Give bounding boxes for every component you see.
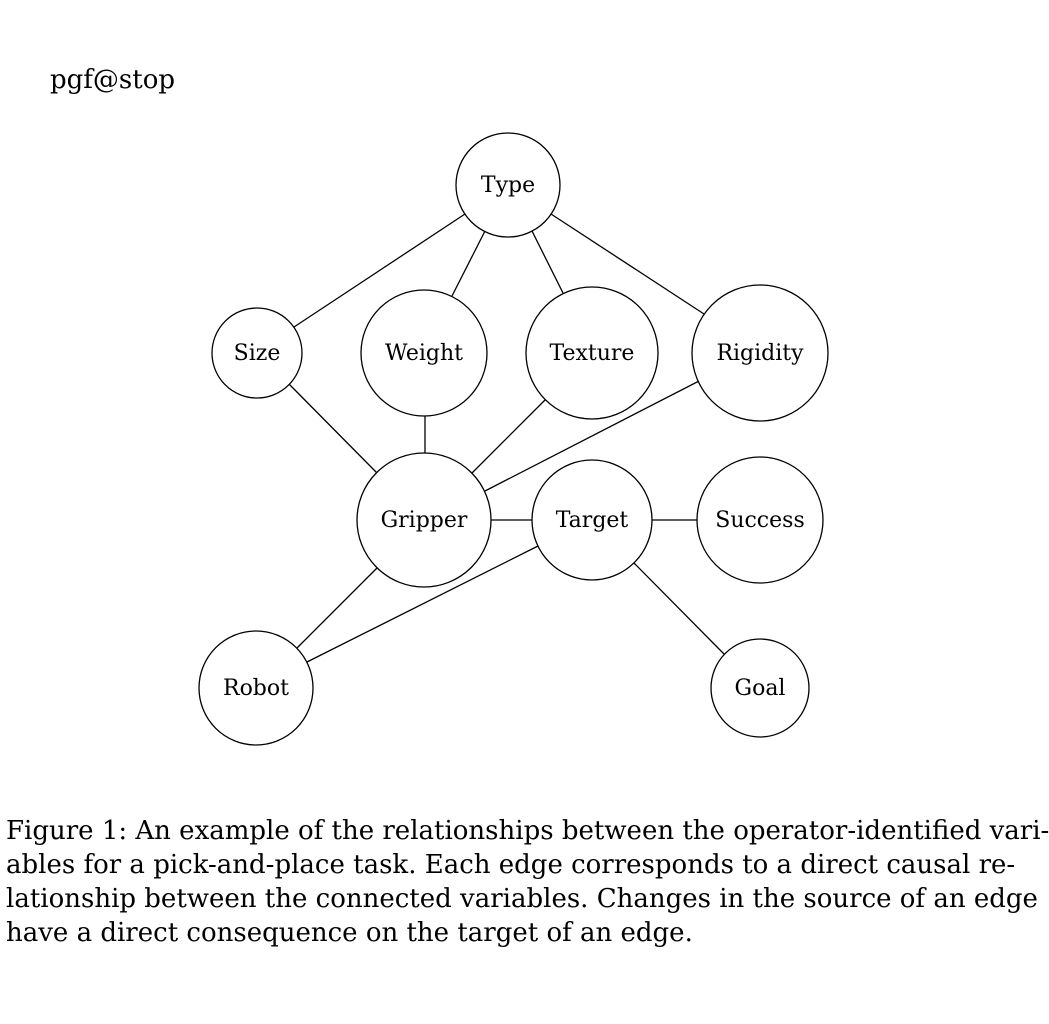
edge-target-robot [306,545,539,663]
edge-size-gripper [288,383,379,475]
node-label-rigidity: Rigidity [716,341,804,366]
caption-line-4: have a direct consequence on the target … [6,918,693,948]
node-label-success: Success [715,508,804,533]
node-size: Size [211,307,303,399]
edge-target-goal [633,562,725,655]
edges [288,213,725,663]
node-label-gripper: Gripper [381,508,468,533]
node-weight: Weight [360,289,488,417]
node-label-target: Target [556,508,629,533]
node-target: Target [531,459,653,581]
edge-type-weight [451,230,486,297]
stray-text: pgf@stop [50,65,175,95]
node-label-type: Type [481,173,535,198]
node-label-goal: Goal [735,676,786,701]
node-gripper: Gripper [356,452,492,588]
edge-rigidity-gripper [484,380,700,492]
nodes: Type Size Weight Texture Rigidity Grippe… [198,132,829,746]
node-label-weight: Weight [385,341,463,366]
node-label-robot: Robot [223,676,289,701]
node-type: Type [455,132,561,238]
figure-caption: Figure 1: An example of the relationship… [6,814,1049,950]
edge-type-texture [531,230,565,296]
causal-graph: Type Size Weight Texture Rigidity Grippe… [198,132,829,746]
node-label-size: Size [234,341,281,366]
edge-gripper-robot [295,566,379,650]
caption-line-2: ables for a pick-and-place task. Each ed… [6,850,1016,880]
node-goal: Goal [710,638,810,738]
node-label-texture: Texture [550,341,635,366]
node-robot: Robot [198,630,314,746]
caption-line-1: Figure 1: An example of the relationship… [6,816,1049,846]
node-texture: Texture [525,286,659,420]
node-rigidity: Rigidity [691,284,829,422]
node-success: Success [696,456,824,584]
edge-type-rigidity [550,213,705,315]
caption-line-3: lationship between the connected variabl… [6,884,1038,914]
edge-texture-gripper [470,398,547,475]
edge-type-size [293,213,466,328]
